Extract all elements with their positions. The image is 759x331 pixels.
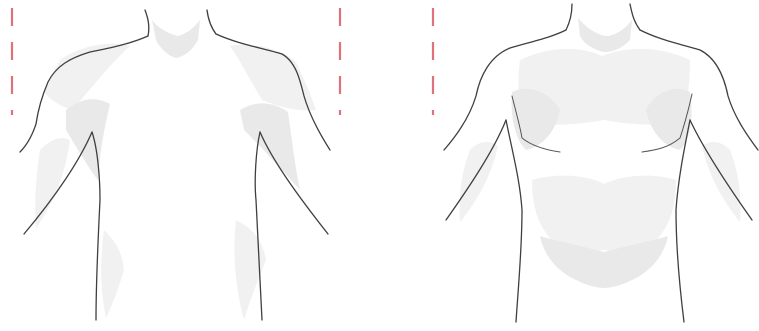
front-torso-figure — [433, 4, 758, 322]
back-right-blade-shade — [240, 103, 300, 190]
front-right-torso-line — [676, 120, 690, 322]
back-right-shoulder-shade — [230, 45, 316, 111]
front-left-arm-shade — [459, 142, 498, 222]
back-right-torso-line — [255, 132, 262, 320]
front-neck-right-line — [630, 4, 640, 30]
front-left-torso-line — [506, 120, 522, 322]
back-neck-shade — [152, 20, 200, 58]
back-left-lower-shade — [101, 230, 124, 318]
front-neck-left-line — [566, 4, 572, 30]
front-abdomen-shade — [532, 176, 676, 251]
front-neck-shade — [578, 18, 632, 52]
back-neck-right-line — [207, 10, 216, 34]
back-torso-figure — [12, 8, 340, 320]
back-neck-left-line — [145, 10, 149, 36]
